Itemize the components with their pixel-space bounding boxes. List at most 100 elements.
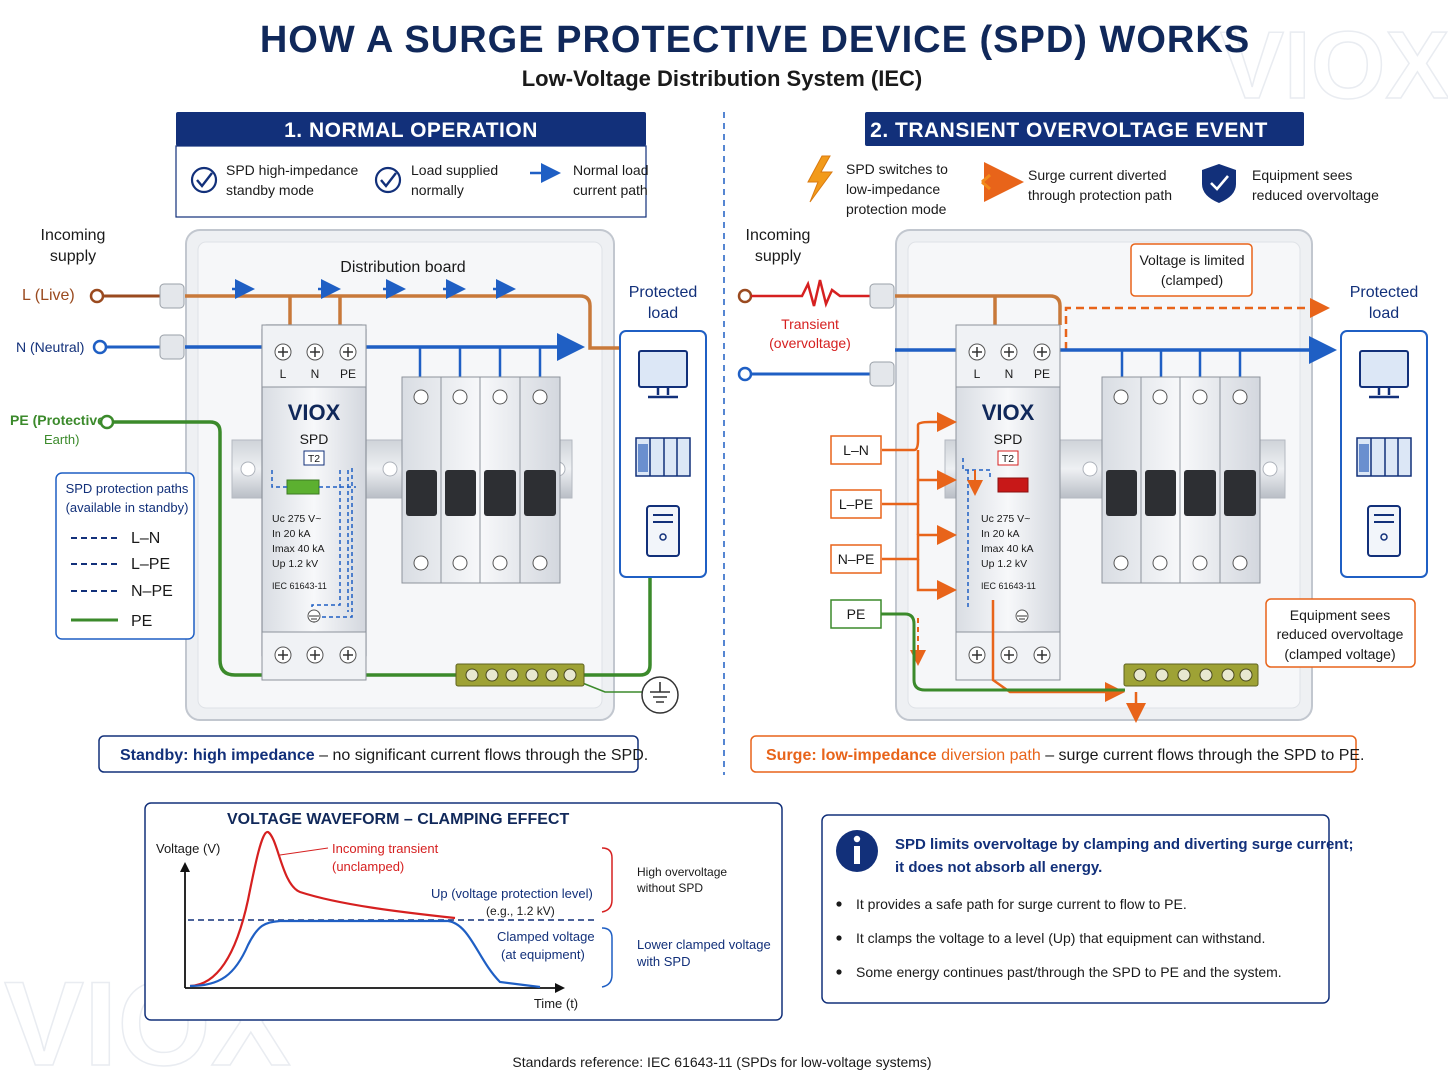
waveform-title: VOLTAGE WAVEFORM – CLAMPING EFFECT	[227, 811, 569, 828]
surge-incoming-supply-1: Incoming	[746, 227, 811, 244]
ground-symbol-icon	[641, 676, 679, 714]
terminal-pe: PE	[340, 367, 356, 381]
voltage-limited-box	[1130, 243, 1253, 297]
lower-clamped-2: with SPD	[636, 954, 690, 969]
surge-spec-imax: Imax 40 kA	[981, 543, 1034, 555]
normal-mcb-group	[401, 376, 561, 584]
pe-wire	[113, 420, 460, 677]
path-npe: N–PE	[131, 583, 173, 600]
info-panel: SPD limits overvoltage by clamping and d…	[821, 814, 1353, 1004]
surge-heading: 2. TRANSIENT OVERVOLTAGE EVENT	[870, 119, 1268, 142]
surge-spd-brand: VIOX	[982, 400, 1035, 425]
surge-spd-class: T2	[1002, 453, 1014, 465]
page-title: HOW A SURGE PROTECTIVE DEVICE (SPD) WORK…	[260, 19, 1250, 61]
normal-legend-box	[175, 145, 647, 218]
surge-path-pe: PE	[847, 606, 866, 622]
surge-incoming-supply-2: supply	[755, 248, 801, 265]
waveform-x-axis: Time (t)	[534, 996, 578, 1011]
check-circle-icon	[190, 166, 218, 194]
lower-clamped-1: Lower clamped voltage	[637, 937, 771, 952]
surge-protected-load-1: Protected	[1350, 284, 1418, 301]
transient-waveform-marker	[751, 279, 870, 308]
voltage-limited-1: Voltage is limited	[1139, 252, 1244, 268]
pc-tower-icon	[646, 505, 680, 557]
normal-spd-module: L N PE VIOX SPD T2 Uc 275 V~ In 20 kA Im…	[261, 324, 367, 681]
normal-legend-1-line2: standby mode	[226, 182, 314, 198]
info-icon	[836, 830, 878, 872]
surge-terminal-l: L	[974, 367, 981, 381]
normal-incoming-supply-1: Incoming	[41, 227, 106, 244]
monitor-icon	[1359, 350, 1409, 399]
surge-legend-2-line2: through protection path	[1028, 187, 1172, 203]
watermark-top: VIOX	[1220, 12, 1448, 119]
normal-protected-load-1: Protected	[629, 284, 697, 301]
surge-spec-uc: Uc 275 V~	[981, 513, 1030, 525]
high-overvoltage-1: High overvoltage	[637, 865, 727, 879]
surge-terminal-pe: PE	[1034, 367, 1050, 381]
surge-live-wire	[895, 294, 1062, 325]
pc-tower-icon	[1367, 505, 1401, 557]
path-ln: L–N	[131, 530, 160, 547]
terminal-l: L	[280, 367, 287, 381]
clamped-voltage-1: Clamped voltage	[497, 929, 595, 944]
surge-earth-bar	[1123, 663, 1259, 687]
waveform-panel: VOLTAGE WAVEFORM – CLAMPING EFFECT Volta…	[144, 802, 783, 1021]
clamped-voltage-2: (at equipment)	[501, 947, 585, 962]
surge-mcb-group	[1101, 376, 1261, 584]
surge-legend-1-line1: SPD switches to	[846, 161, 948, 177]
surge-terminal-n: N	[1005, 367, 1014, 381]
spd-type: SPD	[300, 431, 329, 447]
lightning-icon	[807, 155, 833, 203]
spec-standard: IEC 61643-11	[272, 581, 327, 591]
transient-event-panel: 2. TRANSIENT OVERVOLTAGE EVENT SPD switc…	[737, 112, 1428, 773]
standards-reference: Standards reference: IEC 61643-11 (SPDs …	[512, 1054, 931, 1070]
transient-label-1: Transient	[781, 316, 839, 332]
surge-path-labels: L–N L–PE N–PE PE	[830, 435, 882, 629]
waveform-y-axis: Voltage (V)	[156, 841, 220, 856]
live-wire	[185, 294, 620, 350]
equipment-sees-1: Equipment sees	[1290, 607, 1390, 623]
normal-protected-load-2: load	[648, 305, 678, 322]
spd-paths-box	[55, 472, 195, 640]
spd-class: T2	[308, 453, 320, 465]
spec-in: In 20 kA	[272, 528, 311, 540]
clamped-voltage-path	[1064, 298, 1330, 350]
normal-incoming-supply-2: supply	[50, 248, 96, 265]
spd-paths-title-1: SPD protection paths	[66, 481, 189, 496]
surge-pe-wire	[881, 612, 1125, 692]
normal-legend-3-line2: current path	[573, 182, 648, 198]
page-subtitle: Low-Voltage Distribution System (IEC)	[522, 66, 923, 91]
equipment-sees-3: (clamped voltage)	[1284, 646, 1395, 662]
surge-spec-standard: IEC 61643-11	[981, 581, 1036, 591]
unclamped-waveform	[189, 830, 456, 988]
up-level-1: Up (voltage protection level)	[431, 886, 593, 901]
surge-legend-1-line2: low-impedance	[846, 181, 940, 197]
normal-heading-bar	[176, 112, 646, 146]
surge-legend-3-line2: reduced overvoltage	[1252, 187, 1379, 203]
info-headline-2: it does not absorb all energy.	[895, 859, 1102, 876]
transient-label-2: (overvoltage)	[769, 335, 851, 351]
incoming-transient-1: Incoming transient	[332, 841, 439, 856]
surge-heading-bar	[865, 112, 1304, 146]
incoming-transient-2: (unclamped)	[332, 859, 404, 874]
server-rack-icon	[635, 437, 691, 477]
neutral-label: N (Neutral)	[16, 339, 84, 355]
normal-legend-3-line1: Normal load	[573, 162, 648, 178]
shield-check-icon	[1202, 164, 1236, 203]
path-pe: PE	[131, 613, 152, 630]
voltage-limited-2: (clamped)	[1161, 272, 1223, 288]
status-indicator-green	[286, 479, 320, 495]
equipment-sees-box	[1265, 598, 1416, 668]
high-overvoltage-2: without SPD	[636, 881, 703, 895]
normal-footer-box	[98, 735, 639, 773]
surge-legend-1-line3: protection mode	[846, 201, 947, 217]
surge-footer-box	[750, 735, 1357, 773]
surge-spec-in: In 20 kA	[981, 528, 1020, 540]
info-headline-1: SPD limits overvoltage by clamping and d…	[895, 836, 1353, 853]
surge-path-lpe: L–PE	[839, 496, 873, 512]
live-label: L (Live)	[22, 287, 75, 304]
equipment-sees-2: reduced overvoltage	[1277, 626, 1404, 642]
info-bullet-1: It provides a safe path for surge curren…	[856, 896, 1187, 912]
surge-legend-2-line1: Surge current diverted	[1028, 167, 1167, 183]
